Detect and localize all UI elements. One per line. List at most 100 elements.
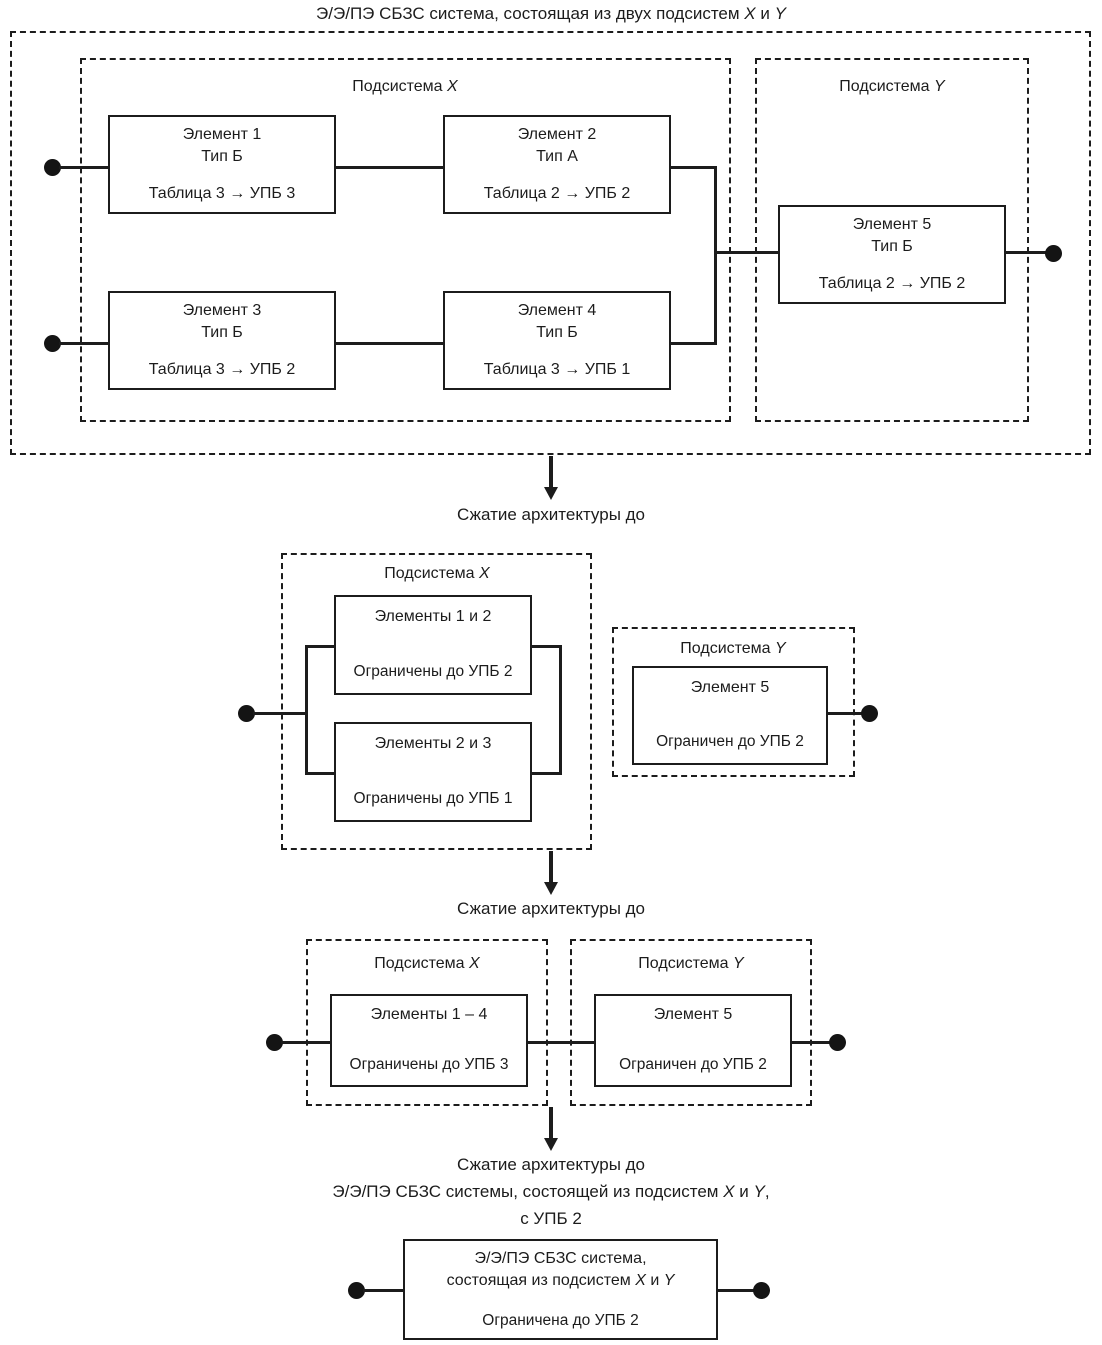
stage1-wire-e2-out [669, 166, 717, 169]
stage1-subsystem-y-label: Подсистема Y [839, 78, 944, 96]
stage2-subsystem-x-label: Подсистема X [384, 565, 489, 583]
stage2-subsystem-y-label-letter: Y [775, 640, 786, 657]
stage2-caption: Сжатие архитектуры до [456, 505, 646, 524]
stage3-block-element-5[interactable]: Элемент 5 Ограничен до УПБ 2 [594, 994, 792, 1087]
stage3-wire-out [790, 1041, 836, 1044]
stage3-block-elements-1-4[interactable]: Элементы 1 – 4 Ограничены до УПБ 3 [330, 994, 528, 1087]
stage1-subsystem-x-boundary [80, 58, 731, 422]
stage3-wire-in [281, 1041, 332, 1044]
element-1-type: Тип Б [201, 148, 243, 165]
stage3-block-1-limit: Ограничены до УПБ 3 [349, 1056, 509, 1073]
stage2-wire-right-top [530, 645, 561, 648]
element-3-table: Таблица 3 → УПБ 2 [148, 361, 296, 378]
element-1-table: Таблица 3 → УПБ 3 [148, 185, 296, 202]
stage3-caption: Сжатие архитектуры до [456, 899, 646, 918]
stage2-subsystem-x-boundary [281, 553, 592, 850]
element-2-name: Элемент 2 [517, 126, 597, 143]
stage3-block-1-name: Элементы 1 – 4 [370, 1006, 488, 1023]
stage1-subsystem-x-label-letter: X [447, 78, 458, 95]
stage3-wire-x-y [526, 1041, 596, 1044]
element-2-table: Таблица 2 → УПБ 2 [483, 185, 631, 202]
stage3-subsystem-y-boundary [570, 939, 812, 1106]
stage1-wire-e5-out [1004, 251, 1053, 254]
stage4-output-dot [753, 1282, 770, 1299]
stage2-wire-left-bottom [305, 772, 336, 775]
diagram-title-and: и [755, 4, 775, 23]
element-3-type: Тип Б [201, 324, 243, 341]
stage2-subsystem-x-label-letter: X [479, 565, 490, 582]
stage2-block-elements-1-2[interactable]: Элементы 1 и 2 Ограничены до УПБ 2 [334, 595, 532, 695]
stage2-block-1-name: Элементы 1 и 2 [374, 608, 492, 625]
stage2-subsystem-y-label-text: Подсистема [680, 640, 776, 657]
stage4-wire-in [363, 1289, 405, 1292]
stage2-input-dot [238, 705, 255, 722]
element-4-box[interactable]: Элемент 4 Тип Б Таблица 3 → УПБ 1 [443, 291, 671, 390]
stage4-system-box[interactable]: Э/Э/ПЭ СБЗС система, состоящая из подсис… [403, 1239, 718, 1340]
stage3-subsystem-x-boundary [306, 939, 548, 1106]
stage2-block-3-name: Элемент 5 [690, 679, 770, 696]
stage3-subsystem-y-label: Подсистема Y [638, 955, 743, 973]
stage3-subsystem-x-label: Подсистема X [374, 955, 479, 973]
element-4-type: Тип Б [536, 324, 578, 341]
stage4-box-limit: Ограничена до УПБ 2 [482, 1312, 639, 1329]
element-2-type: Тип А [536, 148, 578, 165]
stage4-caption-line2-x: X [723, 1182, 735, 1201]
stage3-output-dot [829, 1034, 846, 1051]
stage4-caption-line2: Э/Э/ПЭ СБЗС системы, состоящей из подсис… [332, 1182, 769, 1202]
stage4-caption-line2-text: Э/Э/ПЭ СБЗС системы, состоящей из подсис… [332, 1182, 724, 1201]
stage1-wire-e1-e2 [334, 166, 445, 169]
stage4-box-line1: Э/Э/ПЭ СБЗС система, [474, 1250, 647, 1267]
stage2-block-elements-2-3[interactable]: Элементы 2 и 3 Ограничены до УПБ 1 [334, 722, 532, 822]
element-5-table: Таблица 2 → УПБ 2 [818, 275, 966, 292]
element-5-box[interactable]: Элемент 5 Тип Б Таблица 2 → УПБ 2 [778, 205, 1006, 304]
element-3-name: Элемент 3 [182, 302, 262, 319]
stage4-caption-line2-suffix: , [764, 1182, 770, 1201]
stage2-output-dot [861, 705, 878, 722]
stage3-subsystem-x-label-text: Подсистема [374, 955, 470, 972]
diagram-title-text: Э/Э/ПЭ СБЗС система, состоящая из двух п… [316, 4, 745, 23]
element-4-name: Элемент 4 [517, 302, 597, 319]
stage4-box-line2-x: X [635, 1272, 646, 1289]
stage3-subsystem-y-label-letter: Y [733, 955, 744, 972]
stage1-subsystem-y-boundary [755, 58, 1029, 422]
stage2-subsystem-y-label: Подсистема Y [680, 640, 785, 658]
stage4-wire-out [716, 1289, 758, 1292]
stage2-block-element-5[interactable]: Элемент 5 Ограничен до УПБ 2 [632, 666, 828, 765]
diagram-title-y: Y [774, 4, 786, 23]
stage4-box-line2-text: состоящая из подсистем [446, 1272, 636, 1289]
stage1-system-boundary [10, 31, 1091, 455]
stage3-subsystem-y-label-text: Подсистема [638, 955, 734, 972]
stage2-wire-in [253, 712, 307, 715]
stage2-block-2-limit: Ограничены до УПБ 1 [353, 790, 513, 807]
stage2-subsystem-x-label-text: Подсистема [384, 565, 480, 582]
stage2-block-1-limit: Ограничены до УПБ 2 [353, 663, 513, 680]
element-2-box[interactable]: Элемент 2 Тип А Таблица 2 → УПБ 2 [443, 115, 671, 214]
stage2-block-3-limit: Ограничен до УПБ 2 [656, 733, 804, 750]
element-4-table: Таблица 3 → УПБ 1 [483, 361, 631, 378]
element-1-name: Элемент 1 [182, 126, 262, 143]
stage2-left-bracket [305, 645, 308, 775]
stage1-output-dot [1045, 245, 1062, 262]
element-3-box[interactable]: Элемент 3 Тип Б Таблица 3 → УПБ 2 [108, 291, 336, 390]
element-1-box[interactable]: Элемент 1 Тип Б Таблица 3 → УПБ 3 [108, 115, 336, 214]
element-5-name: Элемент 5 [852, 216, 932, 233]
stage2-subsystem-y-boundary [612, 627, 855, 777]
stage1-subsystem-y-label-text: Подсистема [839, 78, 935, 95]
stage1-subsystem-x-label: Подсистема X [352, 78, 457, 96]
stage1-wire-merge-e5 [714, 251, 780, 254]
stage1-subsystem-y-label-letter: Y [934, 78, 945, 95]
stage4-caption-line1: Сжатие архитектуры до [456, 1155, 646, 1174]
stage3-block-2-name: Элемент 5 [653, 1006, 733, 1023]
stage1-input-dot-top [44, 159, 61, 176]
stage4-caption-line2-and: и [734, 1182, 754, 1201]
stage3-block-2-limit: Ограничен до УПБ 2 [619, 1056, 767, 1073]
stage1-subsystem-x-label-text: Подсистема [352, 78, 448, 95]
stage3-subsystem-x-label-letter: X [469, 955, 480, 972]
stage2-block-2-name: Элементы 2 и 3 [374, 735, 492, 752]
stage4-caption-line2-y: Y [753, 1182, 765, 1201]
stage1-wire-e3-e4 [334, 342, 445, 345]
stage1-wire-in-bottom [59, 342, 110, 345]
stage1-wire-in-top [59, 166, 110, 169]
diagram-title-x: X [744, 4, 756, 23]
